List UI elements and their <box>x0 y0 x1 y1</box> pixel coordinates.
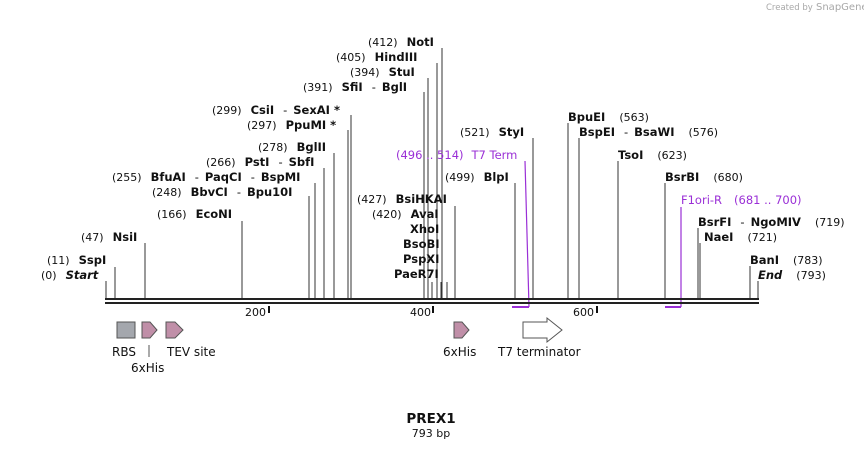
feature-tev-site[interactable]: TEV site <box>165 321 216 359</box>
svg-text:BspEI-BsaWI(576): BspEI-BsaWI(576) <box>579 125 718 139</box>
enzyme-label-styi[interactable]: (521)StyI <box>460 125 524 139</box>
credit-brand: SnapGene <box>816 2 864 13</box>
svg-text:NaeI(721): NaeI(721) <box>704 230 777 244</box>
dna-backbone <box>105 298 759 304</box>
enzyme-label-bsobi[interactable]: BsoBI <box>403 237 440 251</box>
enzyme-label-bsrfi[interactable]: BsrFI-NgoMIV(719) <box>698 215 845 229</box>
enzyme-label-bglii[interactable]: (278)BglII <box>258 140 326 154</box>
enzyme-label-econi[interactable]: (166)EcoNI <box>157 207 232 221</box>
map-title: PREX1 <box>406 411 455 427</box>
feature-t7-terminator[interactable]: T7 terminator <box>497 316 581 359</box>
enzyme-label-end[interactable]: End(793) <box>758 268 826 282</box>
enzyme-label-bsihkai[interactable]: (427)BsiHKAI <box>357 192 447 206</box>
enzyme-label-ppumi[interactable]: (297)PpuMI * <box>247 118 336 132</box>
svg-text:(521)StyI: (521)StyI <box>460 125 524 139</box>
credit-prefix: Created by <box>766 3 813 13</box>
enzyme-label-bspei[interactable]: BspEI-BsaWI(576) <box>579 125 718 139</box>
enzyme-label-csii[interactable]: (299)CsiI-SexAI * <box>212 103 340 117</box>
enzyme-label-stui[interactable]: (394)StuI <box>350 65 415 79</box>
svg-text:(496 .. 514)T7 Term: (496 .. 514)T7 Term <box>396 148 517 162</box>
svg-text:(420)AvaI: (420)AvaI <box>372 207 439 221</box>
enzyme-label-bani[interactable]: BanI(783) <box>750 253 823 267</box>
primer-f1ori-r <box>665 207 682 308</box>
enzyme-label-pspxi[interactable]: PspXI <box>403 252 439 266</box>
ruler: 200 400 600 <box>245 306 598 319</box>
enzyme-label-nsii[interactable]: (47)NsiI <box>81 230 137 244</box>
svg-text:TsoI(623): TsoI(623) <box>618 148 687 162</box>
feature-t7-terminator-label: T7 terminator <box>497 345 581 359</box>
enzyme-label-start[interactable]: (0)Start <box>41 268 99 282</box>
svg-text:BsrBI(680): BsrBI(680) <box>665 170 743 184</box>
enzyme-label-noti[interactable]: (412)NotI <box>368 35 434 49</box>
feature-rbs-label: RBS <box>112 345 136 359</box>
cut-site-lines <box>105 48 759 298</box>
svg-text:(266)PstI-SbfI: (266)PstI-SbfI <box>206 155 314 169</box>
feature-rbs-shape <box>116 321 136 339</box>
feature-6xhis-2-label: 6xHis <box>443 345 476 359</box>
svg-text:(394)StuI: (394)StuI <box>350 65 415 79</box>
svg-text:(412)NotI: (412)NotI <box>368 35 434 49</box>
svg-text:(299)CsiI-SexAI *: (299)CsiI-SexAI * <box>212 103 340 117</box>
svg-text:(47)NsiI: (47)NsiI <box>81 230 137 244</box>
enzyme-label-bbvci[interactable]: (248)BbvCI-Bpu10I <box>152 185 292 199</box>
ruler-label-200: 200 <box>245 306 266 319</box>
svg-text:F1ori-R(681 .. 700): F1ori-R(681 .. 700) <box>681 193 802 207</box>
svg-text:BsrFI-NgoMIV(719): BsrFI-NgoMIV(719) <box>698 215 845 229</box>
ruler-label-400: 400 <box>410 306 431 319</box>
feature-6xhis-1-arrow <box>141 321 158 339</box>
feature-6xhis-2[interactable]: 6xHis <box>443 321 476 359</box>
svg-text:(166)EcoNI: (166)EcoNI <box>157 207 232 221</box>
svg-text:BanI(783): BanI(783) <box>750 253 823 267</box>
svg-text:End(793): End(793) <box>758 268 826 282</box>
svg-text:(11)SspI: (11)SspI <box>47 253 106 267</box>
ruler-label-600: 600 <box>573 306 594 319</box>
enzyme-label-blpi[interactable]: (499)BlpI <box>445 170 509 184</box>
enzyme-label-sspi[interactable]: (11)SspI <box>47 253 106 267</box>
enzyme-label-tsoi[interactable]: TsoI(623) <box>618 148 687 162</box>
enzyme-label-bsrbi[interactable]: BsrBI(680) <box>665 170 743 184</box>
map-length: 793 bp <box>412 427 450 440</box>
svg-text:(0)Start: (0)Start <box>41 268 99 282</box>
enzyme-label-psti[interactable]: (266)PstI-SbfI <box>206 155 314 169</box>
enzyme-label-xhoi[interactable]: XhoI <box>410 222 439 236</box>
feature-t7-terminator-arrow <box>522 316 563 344</box>
enzyme-label-avai[interactable]: (420)AvaI <box>372 207 439 221</box>
primer-label-f1ori-r[interactable]: F1ori-R(681 .. 700) <box>681 193 802 207</box>
enzyme-label-hindiii[interactable]: (405)HindIII <box>336 50 417 64</box>
feature-6xhis-2-arrow <box>453 321 470 339</box>
svg-text:(405)HindIII: (405)HindIII <box>336 50 417 64</box>
feature-6xhis-1[interactable]: 6xHis <box>131 321 164 375</box>
svg-text:(499)BlpI: (499)BlpI <box>445 170 509 184</box>
enzyme-label-sfii[interactable]: (391)SfiI-BglI <box>303 80 407 94</box>
enzyme-label-bfuai[interactable]: (255)BfuAI-PaqCI-BspMI <box>112 170 300 184</box>
svg-text:(427)BsiHKAI: (427)BsiHKAI <box>357 192 447 206</box>
svg-text:(255)BfuAI-PaqCI-BspMI: (255)BfuAI-PaqCI-BspMI <box>112 170 300 184</box>
svg-text:BpuEI(563): BpuEI(563) <box>568 110 649 124</box>
svg-text:(391)SfiI-BglI: (391)SfiI-BglI <box>303 80 407 94</box>
svg-text:(278)BglII: (278)BglII <box>258 140 326 154</box>
feature-6xhis-1-label: 6xHis <box>131 361 164 375</box>
snapgene-credit: Created by SnapGene <box>766 2 864 13</box>
primer-t7-term <box>512 160 530 308</box>
enzyme-label-bpuei[interactable]: BpuEI(563) <box>568 110 649 124</box>
feature-rbs[interactable]: RBS <box>112 321 136 359</box>
enzyme-label-paer7i[interactable]: PaeR7I <box>394 267 439 281</box>
enzyme-label-naei[interactable]: NaeI(721) <box>704 230 777 244</box>
primer-label-t7-term[interactable]: (496 .. 514)T7 Term <box>396 148 517 162</box>
svg-text:(248)BbvCI-Bpu10I: (248)BbvCI-Bpu10I <box>152 185 292 199</box>
svg-text:(297)PpuMI *: (297)PpuMI * <box>247 118 336 132</box>
feature-tev-site-arrow <box>165 321 184 339</box>
feature-tev-site-label: TEV site <box>166 345 216 359</box>
